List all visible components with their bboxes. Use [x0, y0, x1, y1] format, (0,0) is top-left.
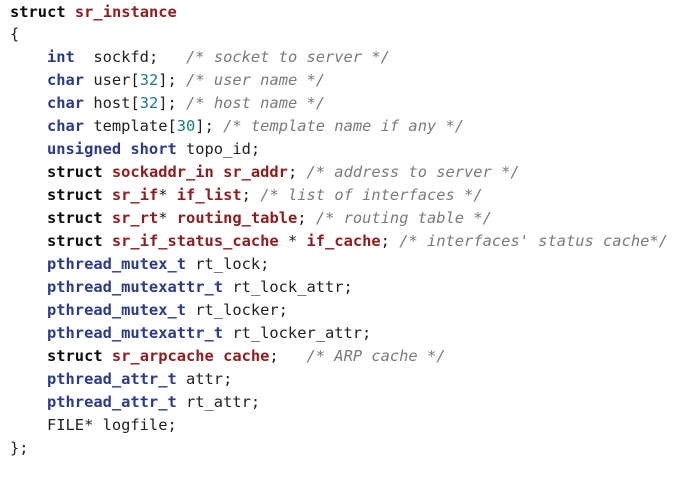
type: pthread_mutexattr_t: [47, 278, 224, 296]
struct-type: sockaddr_in sr_addr: [111, 163, 288, 181]
code-line-14: pthread_mutex_t rt_locker;: [10, 299, 288, 321]
member: sockfd;: [74, 48, 187, 66]
member: rt_attr;: [176, 393, 261, 411]
code-line-7: unsigned short topo_id;: [10, 138, 260, 160]
type: pthread_mutex_t: [47, 301, 186, 319]
member: host[: [84, 94, 140, 112]
comment: /* ARP cache */: [306, 347, 446, 365]
keyword: struct: [47, 209, 103, 227]
member-end: ;: [380, 232, 400, 250]
number: 32: [139, 71, 159, 89]
member: rt_locker;: [186, 301, 288, 319]
code-line-8: struct sockaddr_in sr_addr; /* address t…: [10, 161, 520, 183]
member: FILE* logfile;: [47, 416, 177, 434]
member: rt_locker_attr;: [223, 324, 372, 342]
type: pthread_mutexattr_t: [47, 324, 224, 342]
member-name: routing_table: [176, 209, 298, 227]
member-name: if_cache: [306, 232, 381, 250]
member: rt_lock_attr;: [223, 278, 353, 296]
member-end: ];: [195, 117, 224, 135]
code-line-2: {: [10, 23, 19, 45]
member: user[: [84, 71, 140, 89]
code-line-17: pthread_attr_t attr;: [10, 368, 232, 390]
comment: /* user name */: [186, 71, 326, 89]
code-line-19: FILE* logfile;: [10, 414, 177, 436]
code-line-18: pthread_attr_t rt_attr;: [10, 391, 260, 413]
space: [103, 232, 112, 250]
space: [66, 3, 75, 21]
struct-type: sr_if_status_cache: [111, 232, 279, 250]
code-line-11: struct sr_if_status_cache * if_cache; /*…: [10, 230, 668, 252]
code-line-9: struct sr_if* if_list; /* list of interf…: [10, 184, 483, 206]
space: [103, 209, 112, 227]
keyword: struct: [47, 163, 103, 181]
code-line-15: pthread_mutexattr_t rt_locker_attr;: [10, 322, 371, 344]
type: int: [47, 48, 75, 66]
member-end: ];: [158, 71, 187, 89]
member-end: ;: [269, 347, 307, 365]
close-brace: };: [10, 439, 29, 457]
keyword: struct: [47, 186, 103, 204]
code-line-16: struct sr_arpcache cache; /* ARP cache *…: [10, 345, 446, 367]
type: char: [47, 94, 85, 112]
type: unsigned short: [47, 140, 177, 158]
keyword: struct: [47, 232, 103, 250]
number: 32: [139, 94, 159, 112]
member-end: ;: [297, 209, 316, 227]
struct-type: sr_if: [111, 186, 159, 204]
member-end: ];: [158, 94, 187, 112]
comment: /* routing table */: [315, 209, 492, 227]
comment: /* template name if any */: [223, 117, 465, 135]
pointer: *: [158, 209, 177, 227]
comment: /* host name */: [186, 94, 326, 112]
type: pthread_attr_t: [47, 393, 177, 411]
code-line-6: char template[30]; /* template name if a…: [10, 115, 464, 137]
member: topo_id;: [176, 140, 261, 158]
comment: /* interfaces' status cache*/: [399, 232, 668, 250]
member: template[: [84, 117, 177, 135]
comment: /* address to server */: [306, 163, 520, 181]
comment: /* list of interfaces */: [260, 186, 483, 204]
pointer: *: [278, 232, 307, 250]
code-line-12: pthread_mutex_t rt_lock;: [10, 253, 269, 275]
code-line-20: };: [10, 437, 29, 459]
code-line-1: struct sr_instance: [10, 1, 177, 23]
type: pthread_attr_t: [47, 370, 177, 388]
struct-name: sr_instance: [74, 3, 177, 21]
comment: /* socket to server */: [186, 48, 390, 66]
member-end: ;: [287, 163, 307, 181]
space: [103, 163, 112, 181]
number: 30: [176, 117, 196, 135]
code-line-10: struct sr_rt* routing_table; /* routing …: [10, 207, 492, 229]
keyword: struct: [10, 3, 66, 21]
keyword: struct: [47, 347, 103, 365]
struct-type: sr_rt: [111, 209, 159, 227]
type: char: [47, 117, 85, 135]
member: rt_lock;: [186, 255, 270, 273]
space: [103, 186, 112, 204]
code-line-13: pthread_mutexattr_t rt_lock_attr;: [10, 276, 353, 298]
member-end: ;: [241, 186, 261, 204]
space: [103, 347, 112, 365]
open-brace: {: [10, 25, 20, 43]
member-name: if_list: [176, 186, 242, 204]
member: attr;: [176, 370, 233, 388]
struct-type: sr_arpcache cache: [111, 347, 270, 365]
code-line-5: char host[32]; /* host name */: [10, 92, 325, 114]
code-line-4: char user[32]; /* user name */: [10, 69, 325, 91]
pointer: *: [158, 186, 177, 204]
type: char: [47, 71, 85, 89]
code-line-3: int sockfd; /* socket to server */: [10, 46, 390, 68]
type: pthread_mutex_t: [47, 255, 186, 273]
